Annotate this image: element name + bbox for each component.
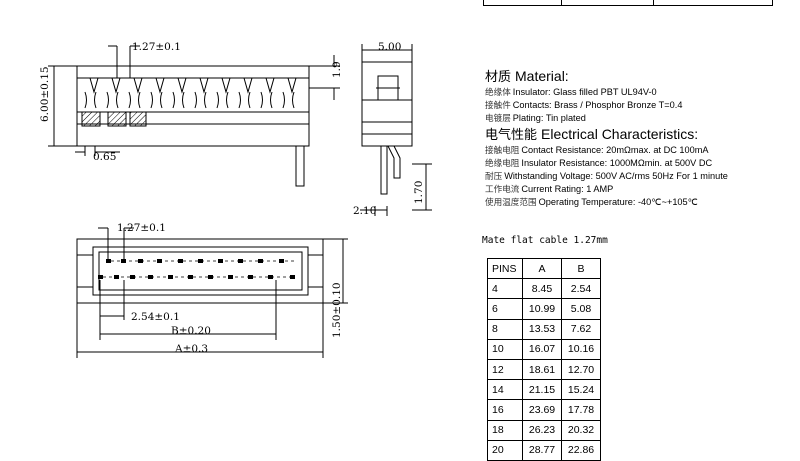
- table-cell: 16: [487, 399, 523, 421]
- table-header: A: [522, 257, 562, 280]
- dim-pitch-top: 1.27±0.1: [132, 41, 181, 53]
- table-cell: 18: [487, 419, 523, 441]
- cable-note: Mate flat cable 1.27mm: [482, 235, 608, 246]
- dim-a: A±0.3: [174, 343, 208, 355]
- pin-rows: [98, 259, 295, 279]
- table-cell: 22.86: [561, 439, 601, 461]
- dim-lead: 1.9: [331, 61, 343, 78]
- table-cell: 6: [487, 298, 523, 320]
- table-cell: 28.77: [522, 439, 562, 461]
- connector-drawing: 1.27±0.1 6.00±0.15 0.65 5.00 1.9 1.70 2.…: [39, 41, 432, 358]
- dim-row-pitch: 2.54±0.1: [131, 311, 180, 323]
- table-cell: 10.16: [561, 338, 601, 360]
- table-cell: 16.07: [522, 338, 562, 360]
- table-cell: 10: [487, 338, 523, 360]
- dim-height-left: 6.00±0.15: [39, 66, 51, 122]
- table-cell: 4: [487, 278, 523, 300]
- table-cell: 23.69: [522, 399, 562, 421]
- table-cell: 17.78: [561, 399, 601, 421]
- table-cell: 12: [487, 358, 523, 381]
- dim-pin-width: 0.65: [93, 151, 116, 163]
- table-cell: 2.54: [561, 278, 601, 300]
- table-header: PINS: [487, 257, 523, 280]
- table-cell: 20.32: [561, 419, 601, 441]
- dim-height-right: 1.50±0.10: [331, 282, 343, 338]
- side-view: [361, 61, 413, 195]
- dim-foot-width: 2.10: [353, 205, 376, 217]
- table-cell: 8: [487, 318, 523, 340]
- dim-foot: 1.70: [413, 181, 425, 204]
- table-cell: 8.45: [522, 278, 562, 300]
- front-view: [76, 238, 324, 304]
- table-cell: 7.62: [561, 318, 601, 340]
- top-table-edge: [483, 0, 773, 6]
- table-cell: 20: [487, 439, 523, 461]
- table-cell: 15.24: [561, 379, 601, 401]
- table-cell: 21.15: [522, 379, 562, 401]
- table-cell: 13.53: [522, 318, 562, 340]
- table-cell: 10.99: [522, 298, 562, 320]
- table-cell: 5.08: [561, 298, 601, 320]
- table-header: B: [561, 257, 601, 280]
- table-cell: 14: [487, 379, 523, 401]
- dim-b: B±0.20: [171, 325, 211, 337]
- table-cell: 12.70: [561, 358, 601, 381]
- table-cell: 26.23: [522, 419, 562, 441]
- section-view: [76, 65, 310, 187]
- table-cell: 18.61: [522, 358, 562, 381]
- dim-pitch-front: 1.27±0.1: [117, 222, 166, 234]
- dim-side-width: 5.00: [378, 41, 401, 53]
